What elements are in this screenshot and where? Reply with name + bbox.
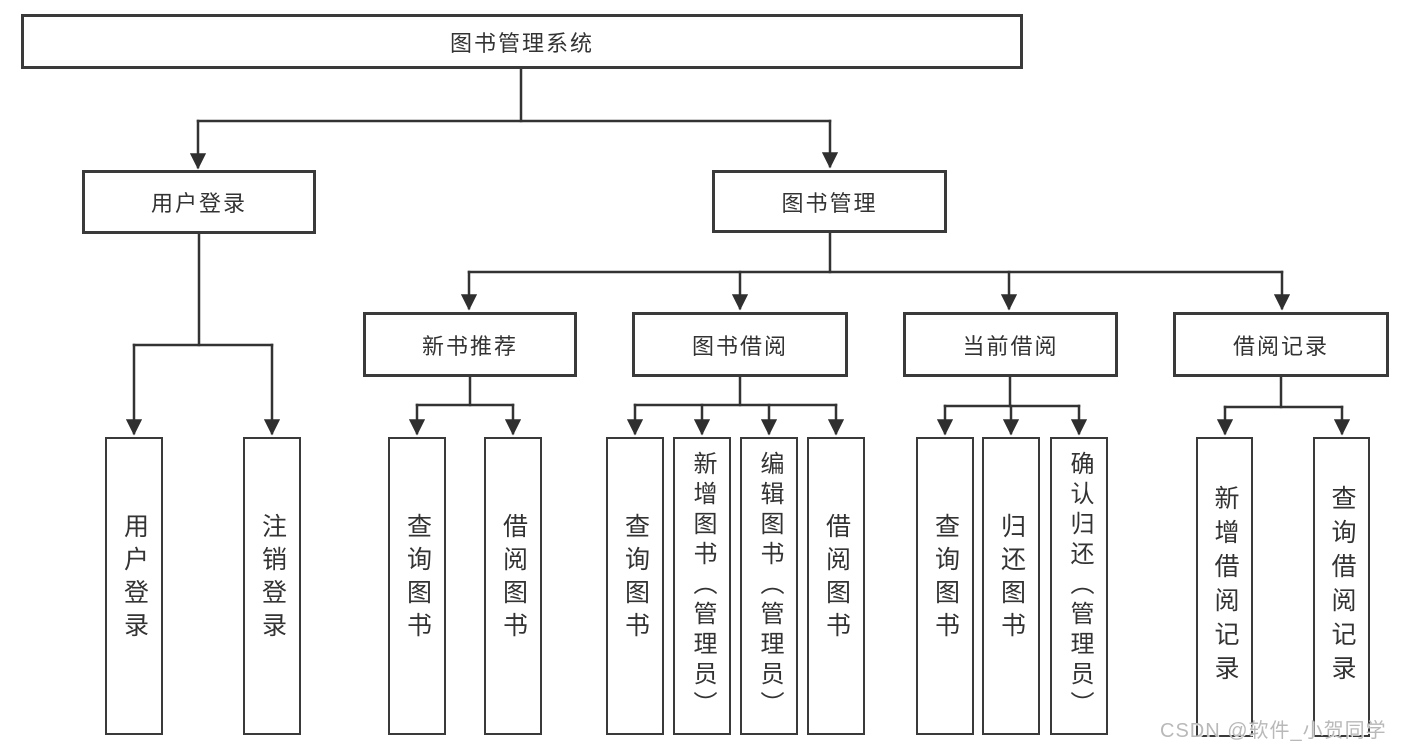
csdn-watermark: CSDN @软件_小贺同学 [1160, 720, 1387, 742]
node-library-management-system: 图书管理系统 [21, 14, 1023, 69]
leaf-add-books-admin: 新增图书（管理员） [673, 437, 731, 735]
node-book-management: 图书管理 [712, 170, 947, 233]
node-current-borrowing: 当前借阅 [903, 312, 1118, 377]
leaf-user-login: 用户登录 [105, 437, 163, 735]
leaf-confirm-return-admin: 确认归还（管理员） [1050, 437, 1108, 735]
leaf-borrow-books-borrowing: 借阅图书 [807, 437, 865, 735]
leaf-borrow-books-recommend: 借阅图书 [484, 437, 542, 735]
node-user-login: 用户登录 [82, 170, 316, 234]
node-new-book-recommend: 新书推荐 [363, 312, 577, 377]
node-borrowing-records: 借阅记录 [1173, 312, 1389, 377]
leaf-add-borrow-record: 新增借阅记录 [1196, 437, 1253, 737]
leaf-edit-books-admin: 编辑图书（管理员） [740, 437, 798, 735]
leaf-query-borrow-record: 查询借阅记录 [1313, 437, 1370, 737]
node-book-borrowing: 图书借阅 [632, 312, 848, 377]
leaf-query-books-borrowing: 查询图书 [606, 437, 664, 735]
leaf-logout: 注销登录 [243, 437, 301, 735]
leaf-query-books-current: 查询图书 [916, 437, 974, 735]
leaf-return-books: 归还图书 [982, 437, 1040, 735]
leaf-query-books-recommend: 查询图书 [388, 437, 446, 735]
